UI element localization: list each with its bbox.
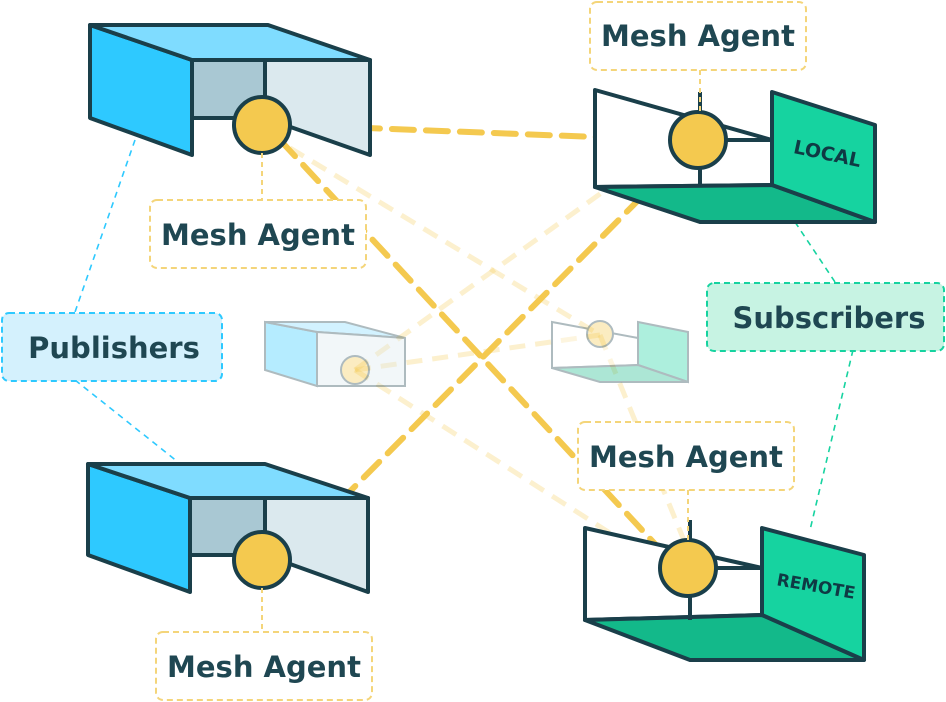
mesh-agent-label-bottom-right: Mesh Agent (589, 440, 783, 474)
publisher-top (88, 23, 372, 157)
publisher-connector-top (74, 139, 136, 313)
subscriber-local-agent (668, 110, 728, 170)
publishers-label: Publishers (28, 331, 200, 365)
publisher-top-agent (232, 95, 292, 155)
mesh-agent-label-top-left: Mesh Agent (161, 218, 355, 252)
mesh-agent-box-top-right: Mesh Agent (589, 1, 807, 71)
subscriber-connector-bottom (809, 349, 854, 531)
subscriber-connector-top (794, 221, 836, 283)
link-pub2-local (289, 155, 683, 553)
subscriber-remote: REMOTE (583, 520, 866, 662)
publisher-bottom (86, 462, 370, 594)
ghost-publisher (264, 320, 406, 388)
publishers-box: Publishers (1, 312, 223, 382)
publisher-bottom-agent (232, 530, 292, 590)
mesh-agent-box-bottom-left: Mesh Agent (155, 631, 373, 701)
agent-label-stems (261, 70, 701, 632)
subscribers-box: Subscribers (706, 282, 945, 352)
publisher-connector-bottom (74, 379, 179, 463)
group-connectors (74, 139, 854, 531)
subscriber-remote-agent (658, 538, 718, 598)
subscriber-local: LOCAL (593, 88, 877, 224)
ghost-subscriber (551, 320, 689, 384)
subscriber-remote-panel (760, 526, 866, 662)
faint-link-1 (288, 145, 602, 338)
subscriber-local-panel (770, 90, 877, 224)
faint-link-2 (354, 332, 601, 373)
mesh-agent-label-top-right: Mesh Agent (601, 19, 795, 53)
mesh-agent-box-bottom-right: Mesh Agent (577, 421, 795, 491)
subscribers-label: Subscribers (733, 301, 926, 335)
mesh-agent-box-top-left: Mesh Agent (149, 199, 367, 269)
faint-link-5 (597, 334, 695, 561)
mesh-agent-label-bottom-left: Mesh Agent (167, 650, 361, 684)
faint-link-3 (353, 137, 677, 373)
